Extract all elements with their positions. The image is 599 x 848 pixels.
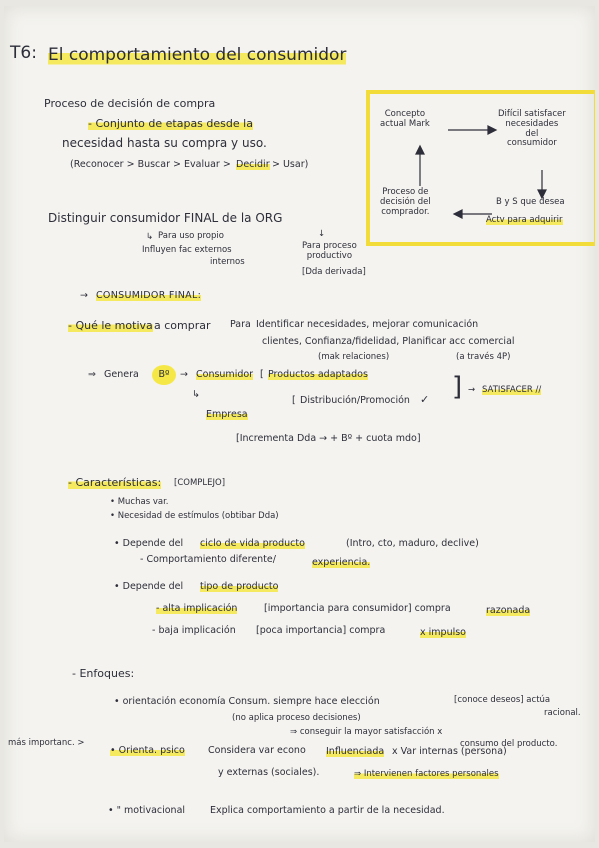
s5-mas-importancia: más importanc. > xyxy=(8,738,85,748)
s2-down-arrow: ↓ xyxy=(318,229,326,239)
s3-productos: Productos adaptados xyxy=(268,369,368,381)
box-actv: Actv para adquirir xyxy=(486,215,563,226)
s5-e2-c: Influenciada xyxy=(326,746,385,758)
s4-baja-a: - baja implicación xyxy=(152,625,236,636)
s5-e3-b: Explica comportamiento a partir de la ne… xyxy=(210,805,445,816)
s2-arrow: ↳ xyxy=(146,232,154,242)
box-arrows xyxy=(415,125,547,219)
box-concepto: Concepto actual Mark xyxy=(380,109,430,129)
s5-e1-e: ⇒ conseguir la mayor satisfacción x xyxy=(290,727,443,737)
s1-bullet: Proceso de decisión de compra xyxy=(44,97,216,110)
s3-motiva-b: a comprar xyxy=(154,319,211,332)
s1-def-line2: necesidad hasta su compra y uso. xyxy=(62,136,267,150)
s5-e2-f: ⇒ Intervienen factores personales xyxy=(354,769,499,780)
s2-influyen2: internos xyxy=(210,257,245,267)
s1-def-line1: - Conjunto de etapas desde la xyxy=(88,117,253,131)
s4-depende1-b: ciclo de vida producto xyxy=(200,538,305,550)
s5-e1-b: [conoce deseos] actúa xyxy=(454,695,551,705)
s2-dda: [Dda derivada] xyxy=(302,267,366,277)
s5-e1-c: racional. xyxy=(544,708,581,718)
s1-steps-c: > Usar) xyxy=(272,159,309,170)
s5-e2-e: y externas (sociales). xyxy=(218,767,320,778)
s5-heading: - Enfoques: xyxy=(72,667,135,680)
s4-complejo: [COMPLEJO] xyxy=(174,478,226,488)
s4-depende2-a: • Depende del xyxy=(114,581,184,592)
s3-para-line2: clientes, Confianza/fidelidad, Planifica… xyxy=(262,336,515,347)
s5-e3-a: • " motivacional xyxy=(108,805,186,816)
s4-alta-a: - alta implicación xyxy=(156,603,238,615)
s4-alta-c: razonada xyxy=(486,605,531,617)
s3-bo-arrow: → xyxy=(180,369,188,380)
box-proceso: Proceso de decisión del comprador. xyxy=(380,187,431,217)
page-title: El comportamiento del consumidor xyxy=(48,45,347,66)
s2-proceso: Para proceso productivo xyxy=(302,241,357,261)
s3-satisfacer: SATISFACER // xyxy=(482,385,542,396)
s3-motiva: - Qué le motiva xyxy=(68,319,153,333)
s3-bo-circle: Bº xyxy=(152,365,176,385)
s3-para-line3: (mak relaciones) xyxy=(318,352,390,362)
s2-propio: Para uso propio xyxy=(158,231,224,241)
s3-empresa-arrow: ↳ xyxy=(192,389,200,400)
s1-steps-decidir: Decidir xyxy=(236,159,270,171)
s3-para-line4: (a través 4P) xyxy=(456,352,511,362)
s4-depende1-sub-a: - Comportamiento diferente/ xyxy=(140,554,276,565)
s4-item2: • Necesidad de estímulos (obtibar Dda) xyxy=(110,511,279,521)
s4-heading: - Características: xyxy=(68,476,162,490)
s4-baja-b: [poca importancia] compra xyxy=(256,625,386,636)
s5-e1-f: consumo del producto. xyxy=(460,739,558,749)
notebook-page: T6: El comportamiento del consumidor Pro… xyxy=(4,6,595,842)
s4-depende1-c: (Intro, cto, maduro, declive) xyxy=(346,538,479,549)
s3-distribucion: Distribución/Promoción xyxy=(300,395,410,406)
s2-influyen1: Influyen fac externos xyxy=(142,245,232,255)
s3-genera-arrow: ⇒ xyxy=(88,369,96,380)
s4-depende1-sub-b: experiencia. xyxy=(312,557,371,569)
s5-e1-d: (no aplica proceso decisiones) xyxy=(232,713,361,723)
s5-e1-a: • orientación economía Consum. siempre h… xyxy=(114,696,380,707)
s3-para-line1: Identificar necesidades, mejorar comunic… xyxy=(256,319,479,330)
title-prefix: T6: xyxy=(10,43,37,63)
decision-box-frame xyxy=(366,90,595,246)
s5-e2-b: Considera var econo xyxy=(208,745,306,756)
s3-para: Para xyxy=(230,319,251,330)
s3-genera: Genera xyxy=(104,369,139,380)
s3-bracket-close: ] xyxy=(452,372,463,402)
s4-item1: • Muchas var. xyxy=(110,497,169,507)
s4-baja-c: x impulso xyxy=(420,627,466,639)
s4-depende1-a: • Depende del xyxy=(114,538,184,549)
s3-distribucion-bracket: [ xyxy=(292,395,296,406)
s3-sat-arrow: → xyxy=(468,385,476,395)
s3-consumidor: Consumidor xyxy=(196,369,254,381)
s4-depende2-b: tipo de producto xyxy=(200,581,279,593)
s5-e2-a: • Orienta. psico xyxy=(110,745,185,757)
s3-empresa: Empresa xyxy=(206,409,248,421)
s4-alta-b: [importancia para consumidor] compra xyxy=(264,603,451,614)
s1-steps-a: (Reconocer > Buscar > Evaluar > xyxy=(70,159,231,170)
box-bys: B y S que desea xyxy=(496,197,565,207)
box-dificil: Difícil satisfacer necesidades del consu… xyxy=(498,109,566,149)
s3-incremento: [Incrementa Dda → + Bº + cuota mdo] xyxy=(236,433,421,444)
s3-bracket-open: [ xyxy=(260,369,264,380)
s3-heading: CONSUMIDOR FINAL: xyxy=(96,290,202,302)
s3-arrow: → xyxy=(80,290,89,301)
s2-bullet: Distinguir consumidor FINAL de la ORG xyxy=(48,211,283,225)
s5-e2-d: x Var internas (persona) xyxy=(392,746,507,757)
s3-check: ✓ xyxy=(420,393,430,406)
